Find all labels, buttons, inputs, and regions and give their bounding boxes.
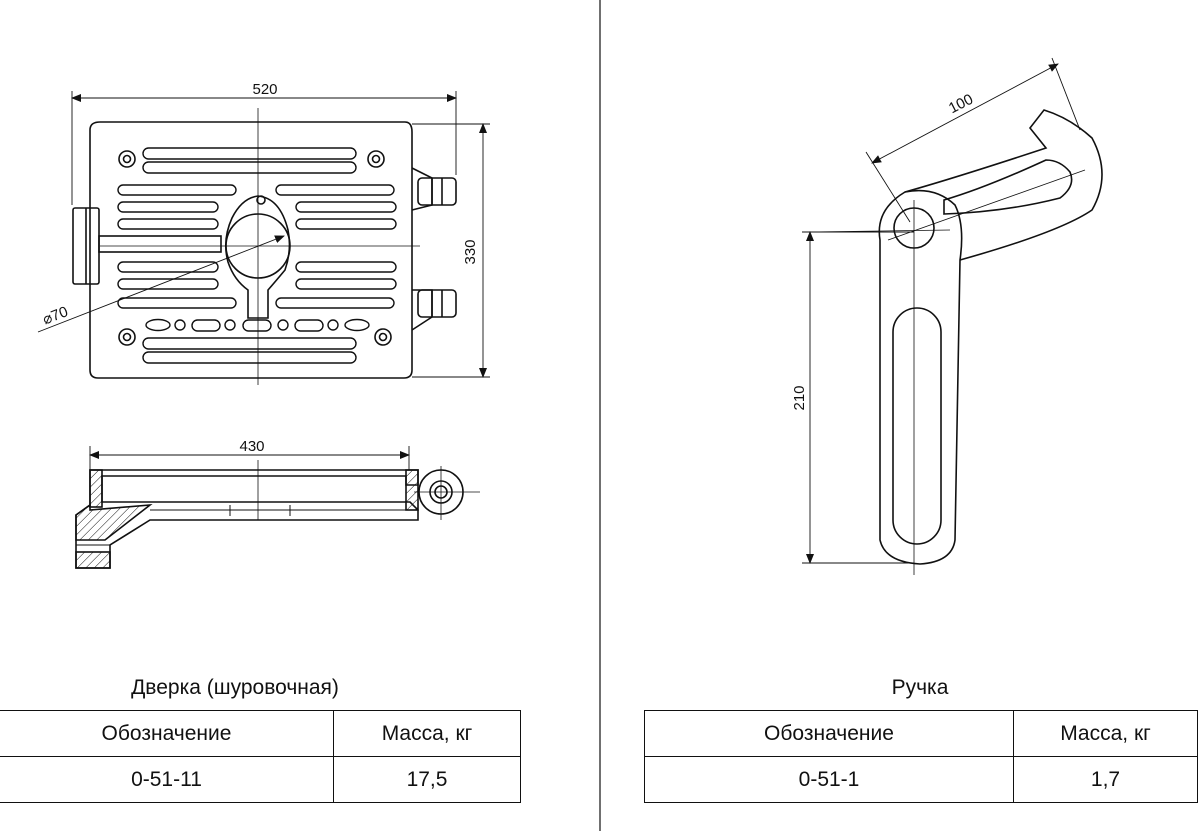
right-part-title: Ручка bbox=[891, 676, 949, 699]
dim-hole-70 bbox=[37, 235, 285, 333]
corner-bolts bbox=[118, 150, 392, 346]
dim-width-430 bbox=[89, 446, 410, 470]
hinge-lug-top bbox=[411, 167, 457, 211]
dim-height-330 bbox=[412, 123, 490, 378]
hinge-lug-bottom bbox=[411, 289, 457, 331]
dim-height-210 bbox=[802, 231, 914, 564]
door-section-view bbox=[75, 460, 480, 569]
cell-mass: 17,5 bbox=[333, 756, 521, 803]
dim-label-330: 330 bbox=[462, 239, 479, 264]
dim-label-430: 430 bbox=[239, 438, 264, 455]
dim-label-70: ⌀70 bbox=[40, 303, 70, 328]
header-mass: Масса, кг bbox=[333, 710, 521, 757]
dim-width-520 bbox=[71, 91, 457, 205]
dim-label-210: 210 bbox=[791, 385, 808, 410]
door-front-view bbox=[72, 108, 457, 385]
center-lines bbox=[100, 108, 420, 385]
table-row: 0-51-1 1,7 bbox=[644, 756, 1198, 803]
right-spec-table: Обозначение Масса, кг 0-51-1 1,7 bbox=[644, 710, 1198, 803]
dim-label-520: 520 bbox=[252, 81, 277, 98]
left-spec-table: Обозначение Масса, кг 0-51-11 17,5 bbox=[0, 710, 521, 803]
dim-label-100: 100 bbox=[946, 91, 976, 118]
table-row: 0-51-11 17,5 bbox=[0, 756, 521, 803]
cell-designation: 0-51-11 bbox=[0, 756, 334, 803]
latch-handle bbox=[72, 207, 222, 285]
cell-designation: 0-51-1 bbox=[644, 756, 1014, 803]
cell-mass: 1,7 bbox=[1013, 756, 1198, 803]
header-designation: Обозначение bbox=[0, 710, 334, 757]
handle-drawing bbox=[809, 109, 1103, 575]
table-header-row: Обозначение Масса, кг bbox=[644, 710, 1198, 757]
left-part-title: Дверка (шуровочная) bbox=[131, 676, 339, 699]
table-header-row: Обозначение Масса, кг bbox=[0, 710, 521, 757]
dim-length-100 bbox=[865, 57, 1081, 223]
header-mass: Масса, кг bbox=[1013, 710, 1198, 757]
header-designation: Обозначение bbox=[644, 710, 1014, 757]
ventilation-slots bbox=[117, 147, 397, 364]
